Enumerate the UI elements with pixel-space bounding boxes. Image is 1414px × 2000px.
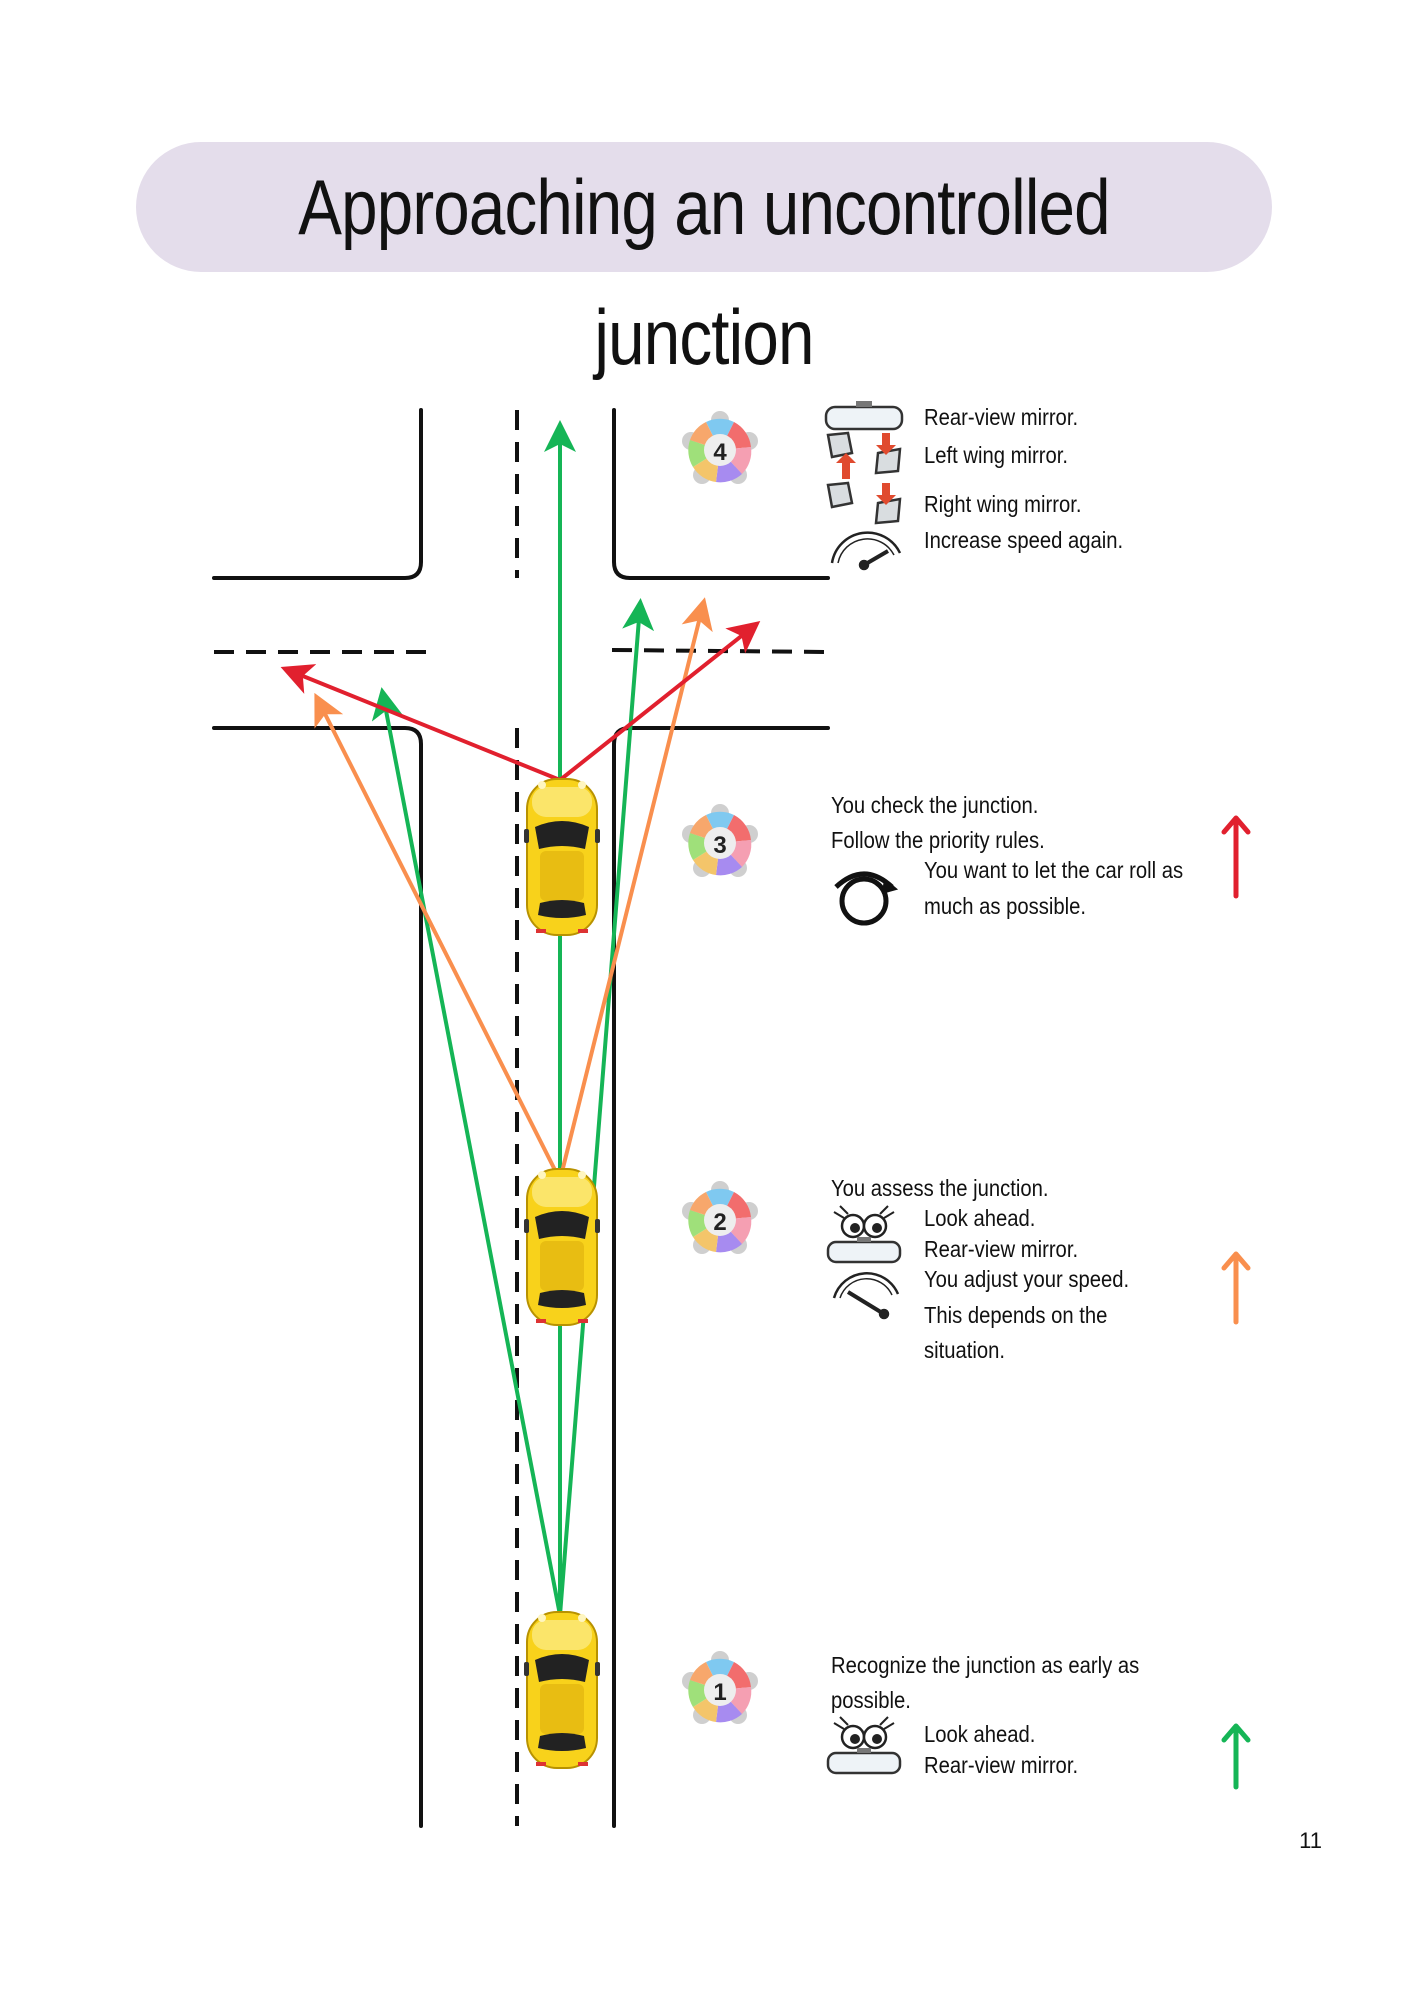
step2-look-text: Look ahead.	[924, 1205, 1036, 1231]
red-arrow-left	[280, 664, 562, 782]
step-number: 2	[713, 1209, 726, 1236]
step4-right-mirror-text: Right wing mirror.	[924, 491, 1082, 517]
rear-view-mirror-icon	[826, 1237, 902, 1264]
road-edges	[212, 408, 830, 1828]
step3-roll-text-1: You want to let the car roll as	[924, 857, 1184, 883]
step-badge-1: 1	[682, 1651, 758, 1724]
step-badge-2: 2	[682, 1181, 758, 1254]
step1-rear-text: Rear-view mirror.	[924, 1752, 1079, 1778]
step4-left-mirror-text: Left wing mirror.	[924, 442, 1068, 468]
step-badge-4: 4	[682, 411, 758, 484]
step3-priority-text: Follow the priority rules.	[831, 827, 1045, 853]
eyes-icon	[833, 1716, 895, 1750]
step2-assess-text: You assess the junction.	[831, 1175, 1049, 1201]
step-badge-3: 3	[682, 804, 758, 877]
car-step-3	[523, 778, 601, 936]
step2-rear-text: Rear-view mirror.	[924, 1236, 1079, 1262]
step-number: 1	[713, 1679, 726, 1706]
step-number: 4	[713, 439, 727, 466]
step-number: 3	[713, 832, 726, 859]
eyes-icon	[833, 1205, 895, 1239]
lane-markings	[214, 410, 829, 1826]
step1-recognize-text-1: Recognize the junction as early as	[831, 1652, 1140, 1678]
step2-adjust-text: You adjust your speed.	[924, 1266, 1130, 1292]
title-banner: Approaching an uncontrolled junction	[136, 142, 1272, 381]
left-wing-mirror-icon	[826, 431, 902, 479]
step3-check-text: You check the junction.	[831, 792, 1039, 818]
roll-wheel-icon	[834, 871, 899, 926]
speedometer-high-icon	[830, 531, 902, 571]
rear-view-mirror-icon	[824, 401, 904, 431]
step1-look-text: Look ahead.	[924, 1721, 1036, 1747]
step1-recognize-text-2: possible.	[831, 1687, 911, 1713]
green-arrow-right	[558, 598, 655, 1617]
green-arrow-left	[371, 687, 562, 1617]
car-step-2	[523, 1168, 601, 1326]
page-number: 11	[1299, 1828, 1322, 1853]
car-step-1	[523, 1611, 601, 1769]
red-arrow-right	[558, 621, 761, 782]
speedometer-low-icon	[832, 1272, 900, 1320]
orange-arrow-left	[314, 692, 562, 1182]
step4-speed-text: Increase speed again.	[924, 527, 1124, 553]
page-title: Approaching an uncontrolled junction	[298, 163, 1110, 381]
step2-depends-text-1: This depends on the	[924, 1302, 1108, 1328]
orange-arrow-right	[558, 597, 713, 1182]
step4-rear-mirror-text: Rear-view mirror.	[924, 404, 1079, 430]
rear-view-mirror-icon	[826, 1748, 902, 1775]
step2-depends-text-2: situation.	[924, 1337, 1006, 1363]
right-wing-mirror-icon	[826, 481, 902, 525]
step3-roll-text-2: much as possible.	[924, 893, 1087, 919]
